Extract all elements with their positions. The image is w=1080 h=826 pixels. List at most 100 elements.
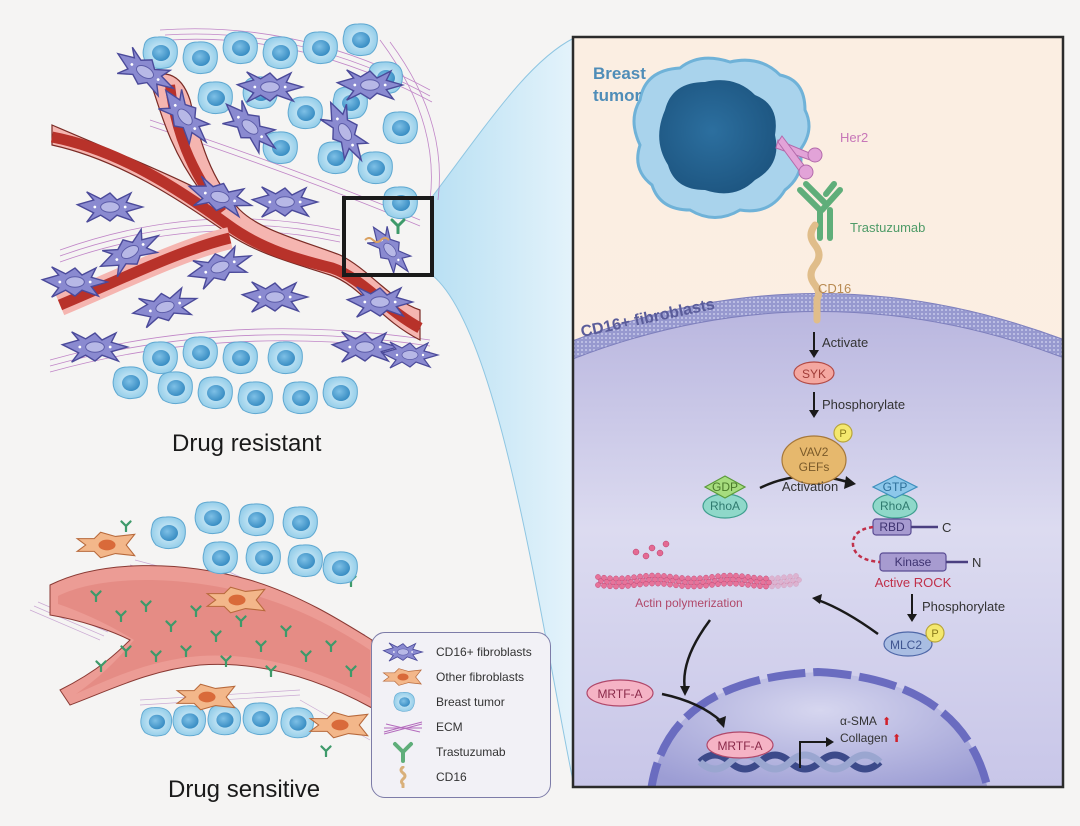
actin-bead [781,574,787,581]
her2-label: Her2 [840,130,868,145]
legend-label: Trastuzumab [436,745,506,759]
actin-bead [694,579,700,586]
step-phosphorylate-2: Phosphorylate [922,599,1005,614]
detail-panel-border [571,35,1065,789]
activation-label: Activation [782,479,838,494]
legend-label: Breast tumor [436,695,505,709]
actin-bead [637,573,643,580]
cd16-label: CD16 [818,281,851,296]
legend-item-trastuzumab: Trastuzumab [380,741,550,763]
dna-helix [697,751,883,773]
phospho-badge-vav2 [833,423,853,443]
actin-bead [691,575,697,582]
breast-tumor-nucleus [659,80,777,194]
zoom-selection-box [342,196,434,277]
actin-bead [751,582,757,589]
actin-bead [745,574,751,580]
actin-bead [688,579,694,586]
actin-bead [691,583,697,590]
legend-label: ECM [436,720,463,734]
asma-label: α-SMA [840,714,877,728]
actin-bead [781,582,787,589]
tumor-label-line2: tumor [593,86,642,105]
actin-bead [733,580,739,587]
actin-bead [682,579,688,585]
actin-bead [661,573,667,579]
actin-bead [625,583,631,589]
drug-sensitive-illustration [29,501,373,757]
tumor-label-line1: Breast [593,64,646,83]
actin-bead [766,579,772,586]
actin-bead [601,582,607,589]
legend-item-cd16: CD16 [380,766,550,788]
actin-bead [685,575,691,582]
cd16-receptor-icon [399,766,407,788]
actin-bead [646,577,652,583]
mrtfa-label-cytoplasm: MRTF-A [597,687,642,701]
legend-label: CD16 [436,770,467,784]
actin-bead [595,582,601,588]
actin-bead [697,575,703,581]
actin-bead [715,573,721,579]
actin-bead [652,576,658,583]
actin-bead [625,575,631,581]
actin-bead [739,573,745,579]
collagen-label: Collagen [840,731,887,745]
actin-bead [709,574,715,580]
legend-item-cd16-fibroblasts: CD16+ fibroblasts [380,641,550,663]
actin-bead [613,575,619,582]
her2-receptor [775,135,823,180]
vav2-label-line2: GEFs [799,460,830,474]
cd16-fibroblasts-resistant [41,41,439,369]
actin-bead [601,574,607,581]
other-fibroblast-icon [383,668,422,686]
legend-item-ecm: ECM [380,716,550,738]
actin-bead [658,576,664,583]
fibroblast-cytoplasm [574,307,1062,786]
actin-bead [661,581,667,587]
trastuzumab-antibody-icon [393,742,413,763]
caption-drug-sensitive: Drug sensitive [168,776,321,803]
actin-filament [632,540,670,560]
gtp-node [871,475,919,499]
actin-bead [679,575,685,581]
legend-item-other-fibroblasts: Other fibroblasts [380,666,550,688]
asma-up-arrow: ⬆ [882,716,891,728]
gtp-label: GTP [883,480,908,494]
actin-bead [619,583,625,590]
blood-vessel [51,73,421,341]
actin-bead [730,576,736,583]
actin-bead [616,579,622,586]
actin-bead [733,572,739,579]
gdp-node [703,475,747,499]
actin-bead [655,572,661,579]
actin-bead [763,575,769,582]
caption-drug-resistant: Drug resistant [172,430,322,457]
zoom-cone [431,37,575,787]
actin-bead [685,583,691,590]
actin-bead [703,574,709,581]
actin-bead [595,574,601,580]
actin-bead [727,580,733,587]
actin-bead [697,583,703,589]
cd16-fibroblast-icon [382,642,424,662]
mrtfa-node-cytoplasm [586,679,654,707]
actin-bead [655,580,661,587]
step-activate: Activate [822,335,868,350]
trastuzumab-antibody [797,181,843,241]
actin-bead [715,581,721,587]
actin-bead [613,583,619,590]
actin-bead [643,581,649,587]
actin-bead [649,572,655,579]
actin-bead [607,575,613,582]
n-terminus-label: N [972,555,981,570]
mlc2-label: MLC2 [890,638,922,652]
actin-bead [721,572,727,579]
active-rock-label: Active ROCK [875,575,952,590]
actin-bead [673,582,679,589]
actin-bead [784,578,790,585]
legend-label: CD16+ fibroblasts [436,645,532,659]
cd16-receptor [807,221,823,324]
actin-bead [724,576,730,583]
